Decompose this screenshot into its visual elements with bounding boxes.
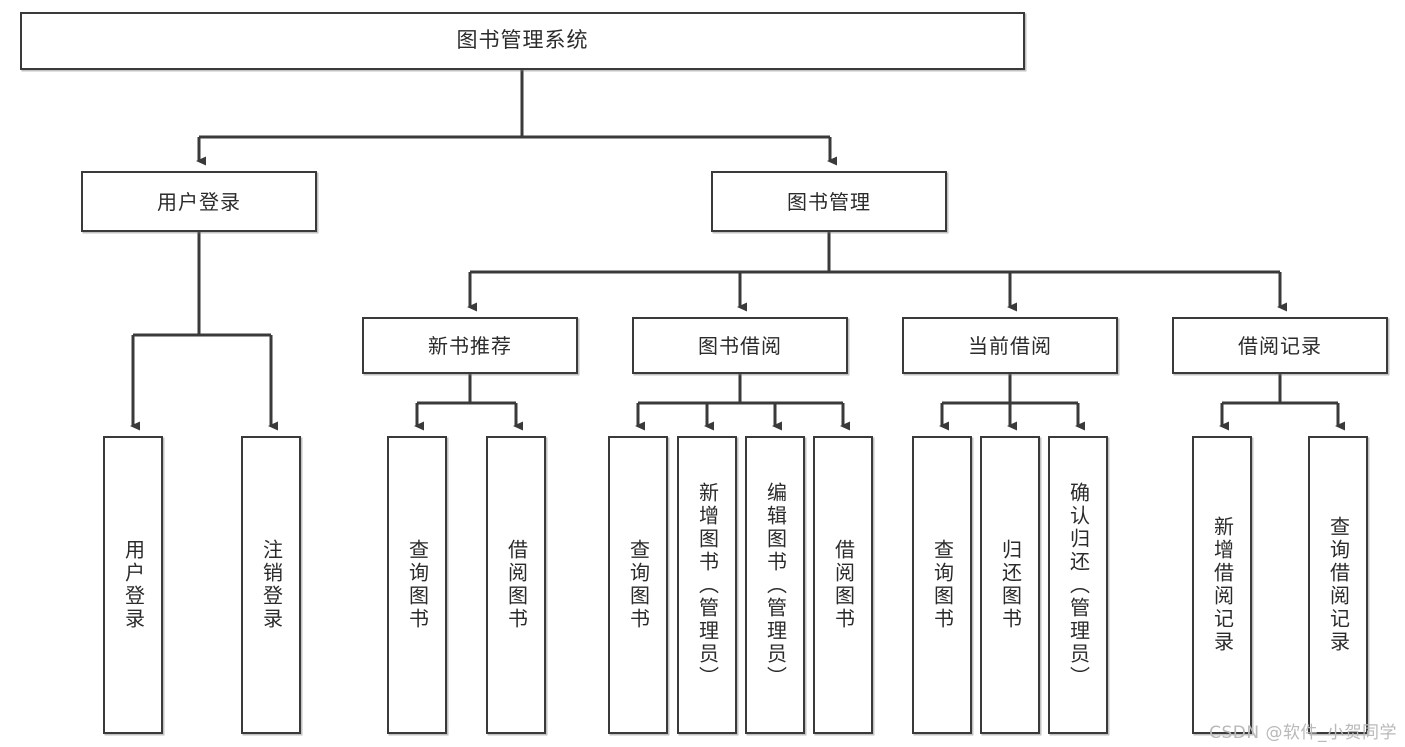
leaf-user-login[interactable]: 用户登录 bbox=[103, 436, 163, 734]
leaf-query-book-borrow[interactable]: 查询图书 bbox=[608, 436, 668, 734]
node-root-system[interactable]: 图书管理系统 bbox=[20, 12, 1025, 70]
leaf-borrow-book-borrow[interactable]: 借阅图书 bbox=[813, 436, 873, 734]
leaf-add-borrow-record[interactable]: 新增借阅记录 bbox=[1192, 436, 1252, 734]
leaf-query-book-current[interactable]: 查询图书 bbox=[912, 436, 972, 734]
leaf-add-book-admin[interactable]: 新增图书（管理员） bbox=[677, 436, 737, 734]
node-current-borrow[interactable]: 当前借阅 bbox=[902, 317, 1118, 374]
leaf-query-borrow-record[interactable]: 查询借阅记录 bbox=[1308, 436, 1368, 734]
leaf-logout-login[interactable]: 注销登录 bbox=[241, 436, 301, 734]
node-book-borrow[interactable]: 图书借阅 bbox=[632, 317, 848, 374]
leaf-confirm-return-admin[interactable]: 确认归还（管理员） bbox=[1048, 436, 1108, 734]
node-borrow-record[interactable]: 借阅记录 bbox=[1172, 317, 1388, 374]
csdn-watermark: CSDN @软件_小贺同学 bbox=[1209, 723, 1397, 743]
node-user-login[interactable]: 用户登录 bbox=[81, 171, 317, 232]
leaf-return-book[interactable]: 归还图书 bbox=[980, 436, 1040, 734]
node-book-manage[interactable]: 图书管理 bbox=[711, 171, 947, 232]
node-new-book-recommend[interactable]: 新书推荐 bbox=[362, 317, 578, 374]
leaf-query-book-new[interactable]: 查询图书 bbox=[387, 436, 447, 734]
leaf-borrow-book-new[interactable]: 借阅图书 bbox=[486, 436, 546, 734]
leaf-edit-book-admin[interactable]: 编辑图书（管理员） bbox=[745, 436, 805, 734]
